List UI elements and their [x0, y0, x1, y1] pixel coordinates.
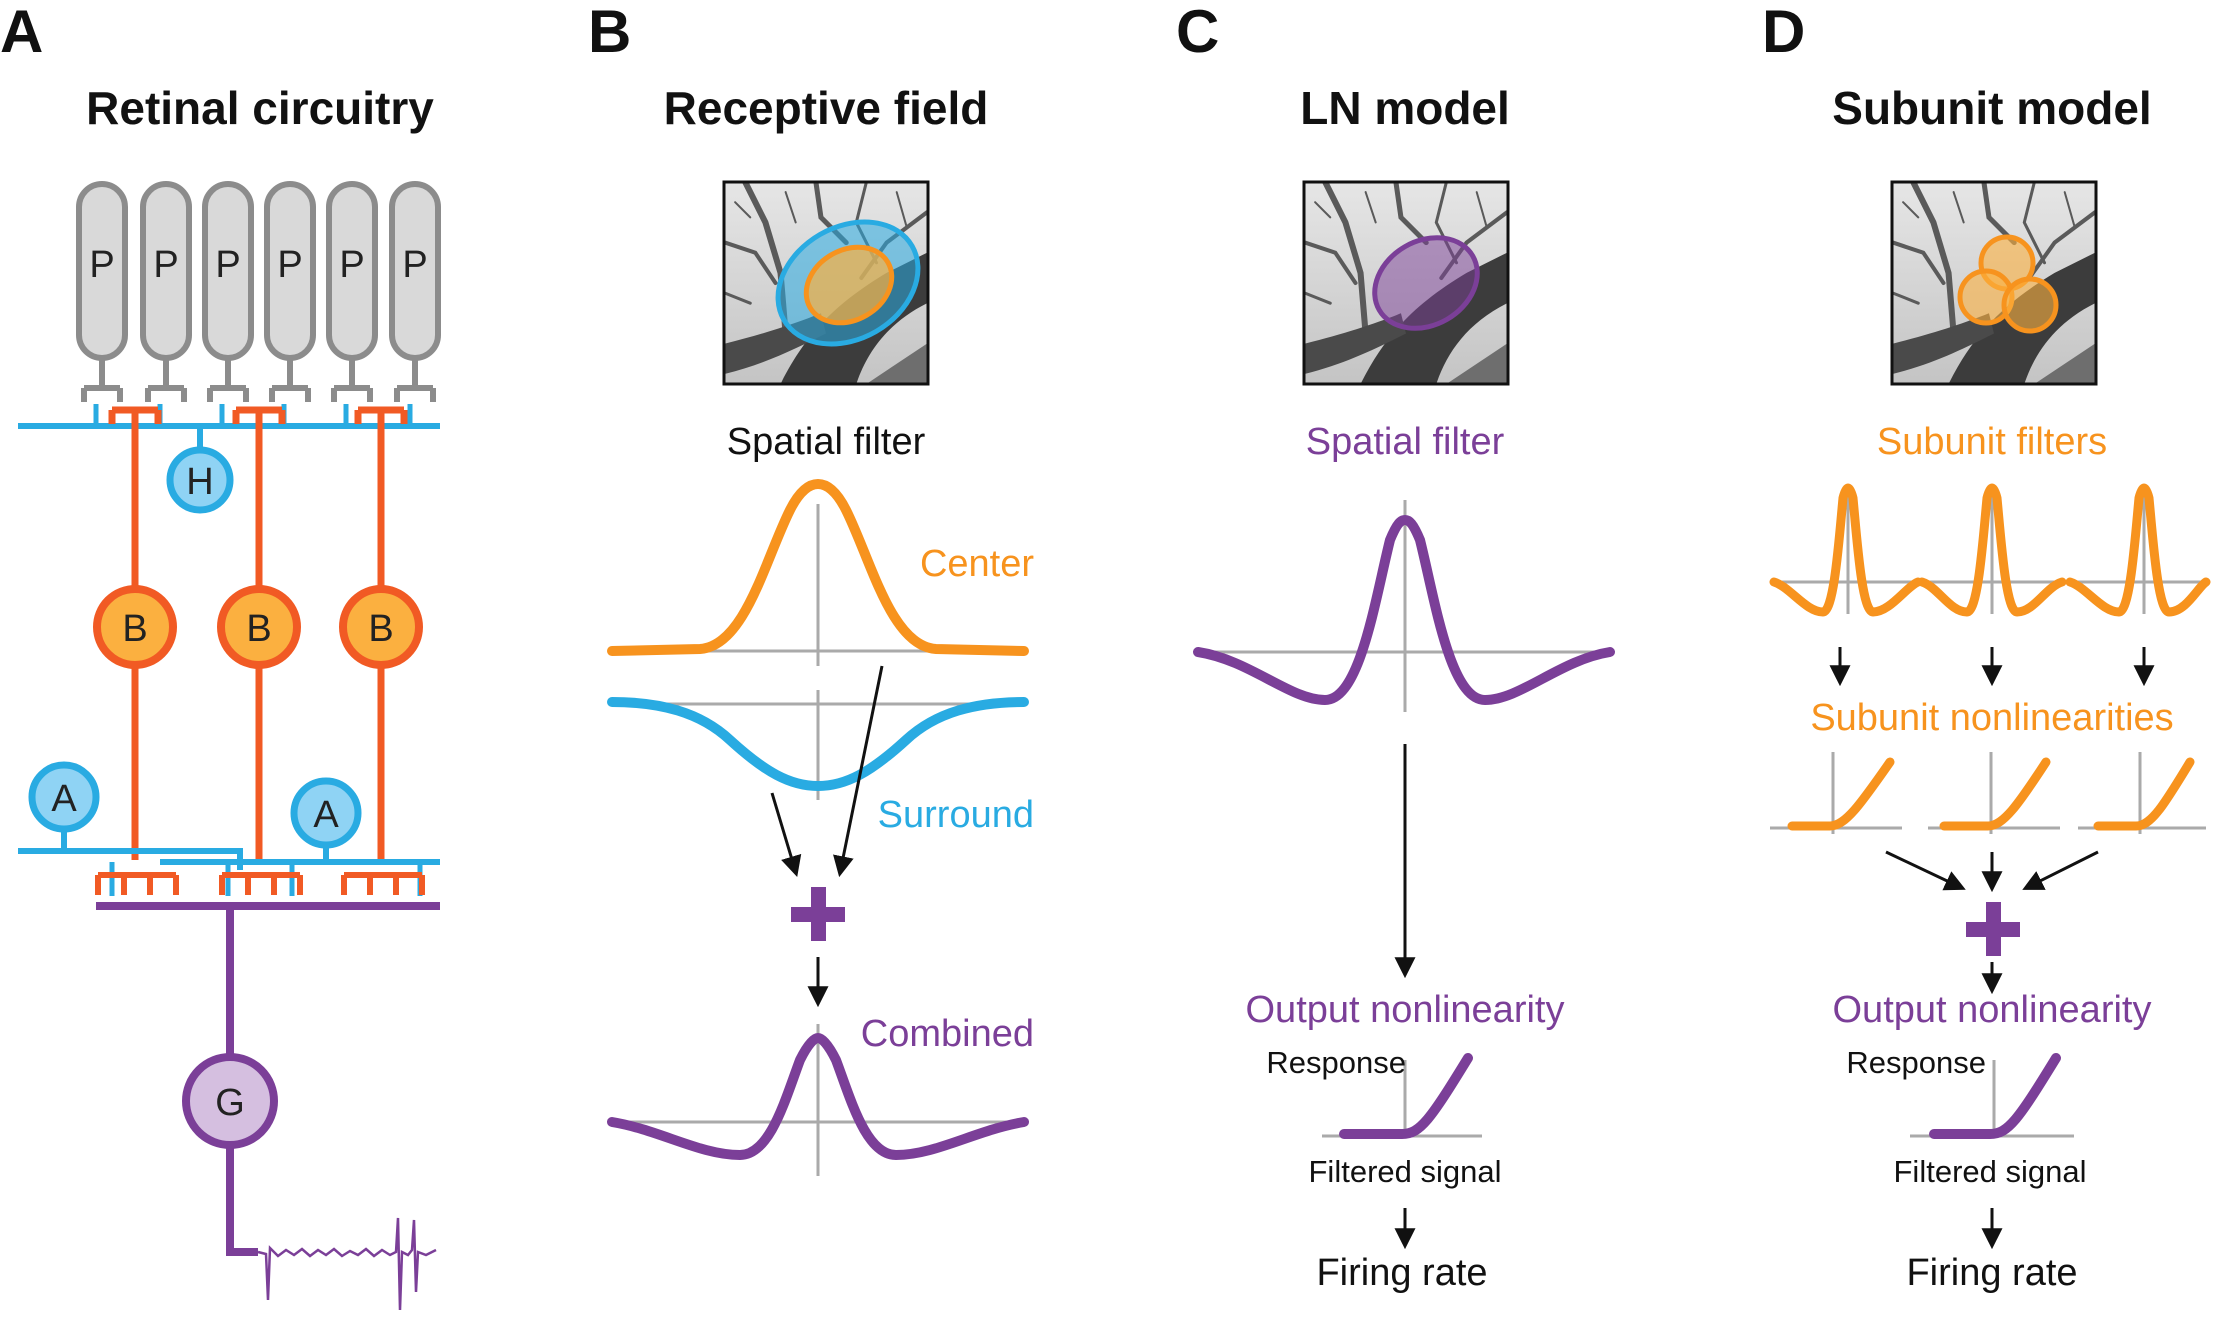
response-label: Response — [1846, 1045, 1986, 1080]
output-nonlinearity-label: Output nonlinearity — [1246, 989, 1565, 1031]
stimulus-image — [1302, 180, 1510, 386]
photoreceptor-label: P — [215, 244, 240, 286]
bipolar-cells — [108, 406, 408, 860]
panel-b-letter: B — [588, 0, 631, 65]
bipolar-cell-2: B — [217, 585, 301, 669]
panel-a-letter: A — [0, 0, 43, 65]
receptive-field-region — [1372, 235, 1480, 331]
panel-a: A Retinal circuitry P P P P P — [0, 0, 441, 1311]
combined-filter-plot: Combined — [607, 1013, 1034, 1176]
spatial-filter-label: Spatial filter — [727, 421, 926, 463]
amacrine-cell-1: A — [28, 761, 100, 833]
stimulus-image — [1890, 180, 2098, 386]
subunit-filter-1 — [1769, 483, 1923, 617]
amacrine-cell-label: A — [313, 794, 339, 836]
filtered-signal-label: Filtered signal — [1894, 1154, 2087, 1189]
panel-c-letter: C — [1176, 0, 1219, 65]
subunit-nonlinearity-2 — [1928, 752, 2060, 834]
firing-rate-label: Firing rate — [1906, 1252, 2077, 1294]
surround-label: Surround — [878, 794, 1034, 836]
combined-label: Combined — [861, 1013, 1034, 1055]
photoreceptor-label: P — [89, 244, 114, 286]
ganglion-cell-label: G — [215, 1082, 245, 1124]
photoreceptor-3: P — [202, 181, 254, 361]
bipolar-cell-label: B — [246, 608, 271, 650]
amacrine-cell-label: A — [51, 778, 77, 820]
photoreceptor-label: P — [153, 244, 178, 286]
plus-sign — [791, 887, 845, 941]
subunit-region — [2001, 276, 2059, 334]
photoreceptor-5: P — [326, 181, 378, 361]
panel-d: D Subunit model Subunit filters — [1762, 0, 2211, 1294]
output-nonlinearity-label: Output nonlinearity — [1833, 989, 2152, 1031]
photoreceptor-label: P — [339, 244, 364, 286]
panel-d-title: Subunit model — [1832, 82, 2151, 134]
firing-rate-label: Firing rate — [1316, 1252, 1487, 1294]
bipolar-cell-label: B — [368, 608, 393, 650]
bipolar-cell-1: B — [93, 585, 177, 669]
subunit-nonlinearity-plots — [1770, 752, 2206, 834]
photoreceptor-row: P P P P P P — [76, 181, 441, 402]
bipolar-cell-label: B — [122, 608, 147, 650]
panel-c: C LN model Spatial filter Output nonline… — [1176, 0, 1615, 1294]
photoreceptor-6: P — [389, 181, 441, 361]
panel-b-title: Receptive field — [664, 82, 989, 134]
spatial-filter-label: Spatial filter — [1306, 421, 1505, 463]
bipolar-terminals — [95, 872, 425, 895]
center-filter-plot: Center — [607, 478, 1034, 666]
panel-b-arrows — [770, 665, 884, 1008]
photoreceptor-1: P — [76, 181, 128, 361]
output-nonlinearity-plot: Response Filtered signal — [1266, 1045, 1501, 1189]
photoreceptor-label: P — [402, 244, 427, 286]
center-label: Center — [920, 543, 1034, 585]
spatial-filter-curve — [1193, 514, 1615, 706]
spike-trace — [257, 1217, 437, 1311]
photoreceptor-label: P — [277, 244, 302, 286]
panel-c-title: LN model — [1300, 82, 1510, 134]
photoreceptor-4: P — [264, 181, 316, 361]
center-curve — [607, 478, 1029, 656]
horizontal-cell-label: H — [186, 461, 213, 503]
subunit-filters-label: Subunit filters — [1877, 421, 2107, 463]
subunit-filter-3 — [2065, 483, 2211, 617]
plus-sign — [1966, 902, 2020, 956]
subunit-filter-plots — [1769, 483, 2211, 617]
panel-d-letter: D — [1762, 0, 1805, 65]
subunit-nonlinearities-label: Subunit nonlinearities — [1810, 697, 2173, 739]
ganglion-cell: G — [96, 902, 440, 1311]
response-label: Response — [1266, 1045, 1406, 1080]
subunit-nonlinearity-3 — [2078, 752, 2206, 834]
panel-d-arrows — [1829, 647, 2155, 1250]
surround-curve — [607, 697, 1029, 792]
surround-filter-plot: Surround — [607, 690, 1034, 836]
photoreceptor-2: P — [140, 181, 192, 361]
subunit-nonlinearity-1 — [1770, 752, 1902, 834]
bipolar-cell-3: B — [339, 585, 423, 669]
center-region — [803, 244, 895, 326]
amacrine-cells: A A — [18, 761, 440, 896]
panel-b: B Receptive field Spatial filter Center … — [588, 0, 1034, 1176]
spatial-filter-plot — [1193, 500, 1615, 712]
output-nonlinearity-plot: Response Filtered signal — [1846, 1045, 2086, 1189]
subunit-filter-2 — [1917, 483, 2067, 617]
amacrine-cell-2: A — [290, 777, 362, 849]
horizontal-cell: H — [18, 404, 440, 514]
filtered-signal-label: Filtered signal — [1309, 1154, 1502, 1189]
combined-curve — [607, 1032, 1029, 1161]
panel-a-title: Retinal circuitry — [86, 82, 434, 134]
stimulus-image — [722, 180, 930, 386]
